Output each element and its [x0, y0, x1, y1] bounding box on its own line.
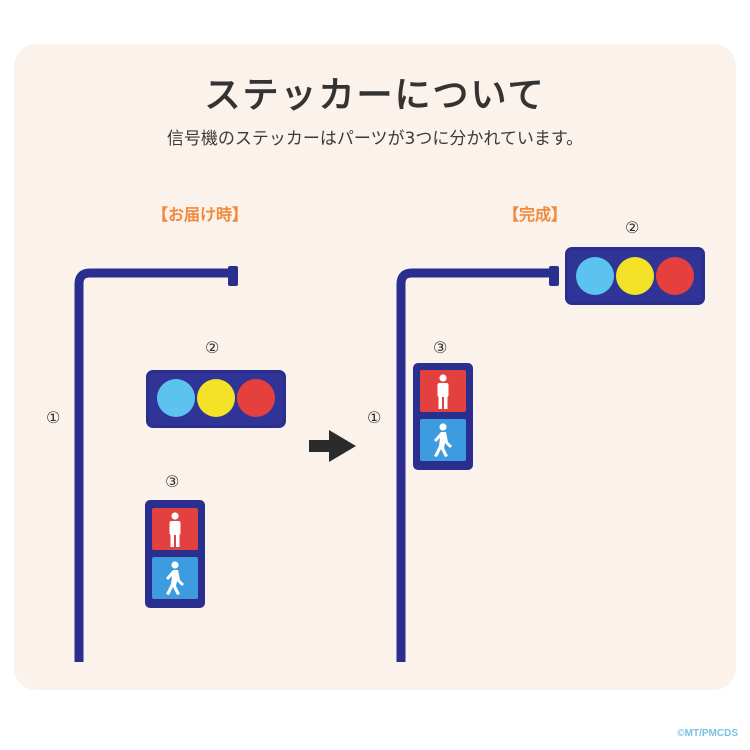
left-pedestrian-signal: [145, 500, 205, 608]
left-part1-number: ①: [46, 408, 61, 427]
delivery-label: 【お届け時】: [152, 205, 249, 224]
red-lamp-icon: [656, 257, 694, 295]
right-part1-number: ①: [367, 408, 382, 427]
red-lamp-icon: [237, 379, 275, 417]
left-part3-number: ③: [165, 472, 180, 491]
right-part3-number: ③: [433, 338, 448, 357]
left-part2-number: ②: [205, 338, 220, 357]
right-pedestrian-signal: [413, 363, 473, 470]
page-title: ステッカーについて: [204, 75, 546, 116]
content-card: [14, 44, 736, 690]
blue-lamp-icon: [157, 379, 195, 417]
right-part2-number: ②: [625, 218, 640, 237]
left-signal-head: [146, 370, 286, 428]
left-pole: [74, 266, 238, 662]
copyright-credit: ©MT/PMCDS: [677, 728, 738, 739]
completed-label: 【完成】: [503, 205, 568, 224]
arrow-right-icon: [309, 430, 356, 462]
right-signal-head: [565, 247, 705, 305]
right-pole: [396, 266, 559, 662]
yellow-lamp-icon: [197, 379, 235, 417]
blue-lamp-icon: [576, 257, 614, 295]
page-subtitle: 信号機のステッカーはパーツが3つに分かれています。: [166, 129, 584, 149]
yellow-lamp-icon: [616, 257, 654, 295]
